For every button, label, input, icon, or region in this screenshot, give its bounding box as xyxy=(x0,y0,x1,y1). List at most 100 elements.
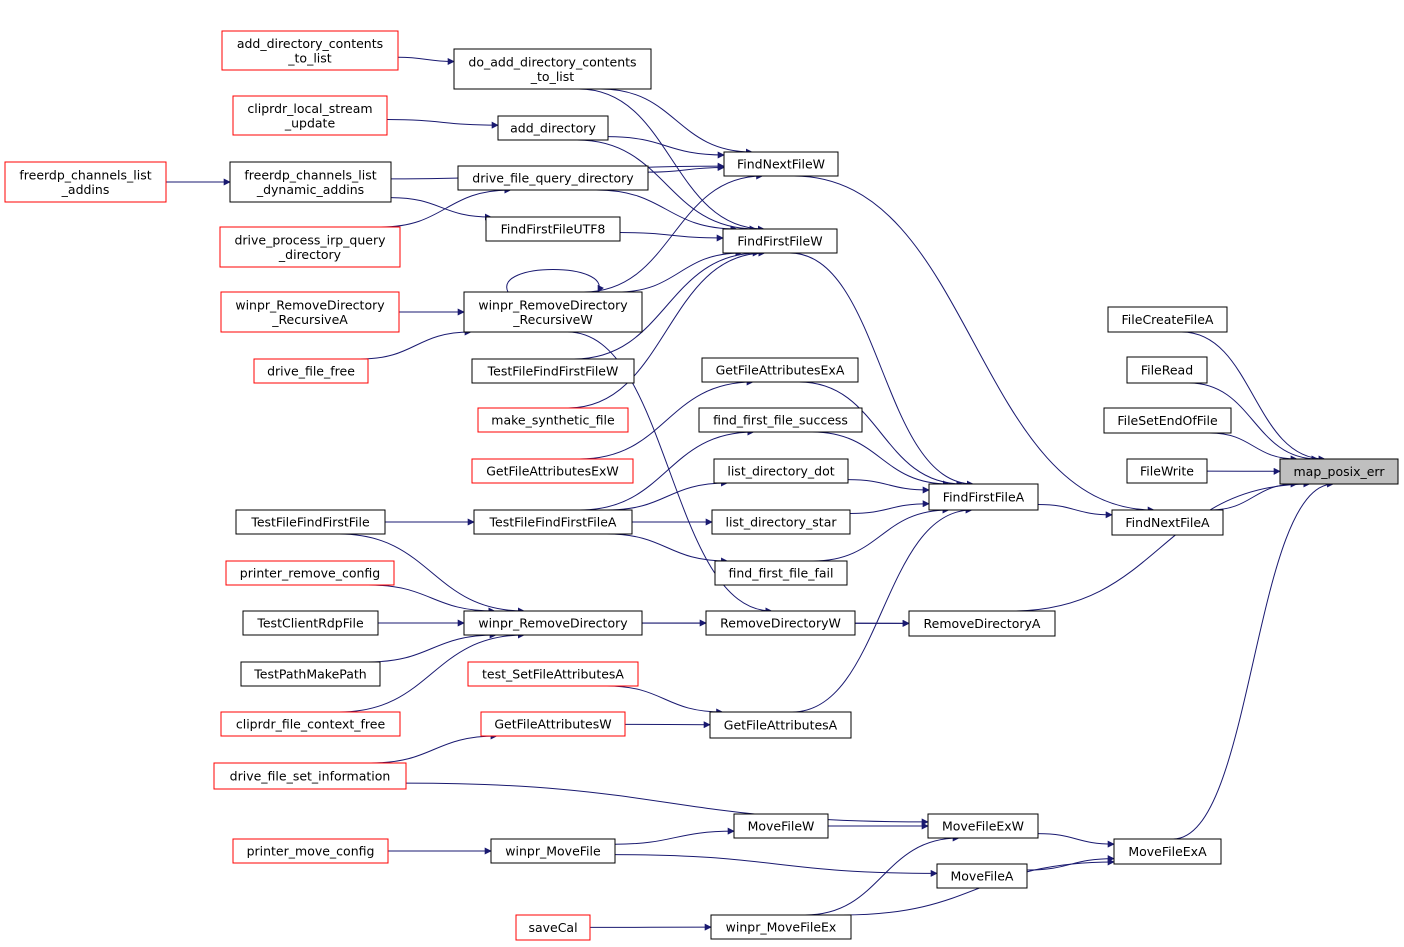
node-move-file-w[interactable]: MoveFileW xyxy=(733,813,829,839)
node-box xyxy=(710,914,852,940)
node-drive-file-query-directory[interactable]: drive_file_query_directory xyxy=(457,165,649,191)
node-box xyxy=(232,95,388,136)
node-freerdp-channels-list-dynamic-addins[interactable]: freerdp_channels_list_dynamic_addins xyxy=(229,161,392,203)
node-printer-move-config[interactable]: printer_move_config xyxy=(232,838,389,864)
node-list-directory-star[interactable]: list_directory_star xyxy=(711,509,851,535)
node-label: drive_file_set_information xyxy=(230,769,391,784)
node-box xyxy=(733,813,829,839)
nodes-layer: add_directory_contents_to_list cliprdr_lo… xyxy=(4,30,1399,941)
node-printer-remove-config[interactable]: printer_remove_config xyxy=(225,560,395,586)
node-label: FileRead xyxy=(1141,363,1193,378)
node-cliprdr-file-context-free[interactable]: cliprdr_file_context_free xyxy=(220,711,401,737)
node-winpr-move-file-ex[interactable]: winpr_MoveFileEx xyxy=(710,914,852,940)
edge-drive-file-set-information-to-get-file-attributes-w xyxy=(370,732,498,764)
edge-add-directory-to-find-next-file-w xyxy=(607,136,725,159)
node-label: _RecursiveW xyxy=(512,312,592,327)
edge-move-file-ex-w-to-move-file-ex-a xyxy=(1037,833,1115,848)
node-box xyxy=(221,30,399,71)
node-add-directory[interactable]: add_directory xyxy=(497,115,609,141)
node-label: _directory xyxy=(278,247,342,262)
node-test-set-file-attributes-a[interactable]: test_SetFileAttributesA xyxy=(467,661,639,687)
node-label: _to_list xyxy=(530,69,575,84)
node-find-first-file-success[interactable]: find_first_file_success xyxy=(698,407,863,433)
node-label: find_first_file_fail xyxy=(729,566,834,581)
node-get-file-attributes-ex-w[interactable]: GetFileAttributesExW xyxy=(471,458,634,484)
node-move-file-ex-a[interactable]: MoveFileExA xyxy=(1113,838,1222,865)
node-map-posix-err[interactable]: map_posix_err xyxy=(1279,458,1399,485)
node-box xyxy=(714,560,848,586)
node-cliprdr-local-stream-update[interactable]: cliprdr_local_stream_update xyxy=(232,95,388,136)
edge-winpr-move-file-to-move-file-w xyxy=(614,827,735,845)
node-box xyxy=(457,165,649,191)
node-file-write[interactable]: FileWrite xyxy=(1126,458,1208,484)
node-freerdp-channels-list-addins[interactable]: freerdp_channels_list_addins xyxy=(4,161,167,203)
node-find-next-file-a[interactable]: FindNextFileA xyxy=(1111,509,1224,536)
node-box xyxy=(705,610,856,636)
edge-test-file-find-first-file-w-to-find-first-file-w xyxy=(573,249,760,360)
node-move-file-a[interactable]: MoveFileA xyxy=(936,863,1028,889)
node-find-next-file-w[interactable]: FindNextFileW xyxy=(723,151,839,177)
node-box xyxy=(485,216,621,242)
node-label: cliprdr_local_stream xyxy=(247,101,372,116)
node-remove-directory-a[interactable]: RemoveDirectoryA xyxy=(908,610,1056,637)
node-label: RemoveDirectoryW xyxy=(720,616,841,631)
edge-file-create-file-a-to-map-posix-err xyxy=(1181,331,1326,463)
node-box xyxy=(1107,306,1228,333)
node-test-path-make-path[interactable]: TestPathMakePath xyxy=(240,661,381,687)
node-find-first-file-fail[interactable]: find_first_file_fail xyxy=(714,560,848,586)
node-winpr-remove-directory-recursive-a[interactable]: winpr_RemoveDirectory_RecursiveA xyxy=(220,291,400,333)
node-label: FindNextFileA xyxy=(1125,515,1210,530)
edge-winpr-remove-directory-recursive-w-to-find-first-file-w xyxy=(616,249,743,293)
edge-find-next-file-w-to-find-next-file-a xyxy=(793,175,1155,514)
node-save-cal[interactable]: saveCal xyxy=(515,914,591,941)
edge-move-file-ex-a-to-map-posix-err xyxy=(1173,480,1335,840)
node-label: RemoveDirectoryA xyxy=(924,616,1041,631)
node-find-first-file-a[interactable]: FindFirstFileA xyxy=(928,483,1039,511)
node-box xyxy=(1126,356,1208,384)
node-label: FindFirstFileA xyxy=(943,490,1025,505)
node-test-file-find-first-file-a[interactable]: TestFileFindFirstFileA xyxy=(473,509,633,535)
node-label: _RecursiveA xyxy=(271,312,348,327)
node-box xyxy=(713,458,849,484)
node-get-file-attributes-w[interactable]: GetFileAttributesW xyxy=(480,711,626,737)
node-label: freerdp_channels_list xyxy=(19,167,151,182)
node-label: add_directory xyxy=(510,121,596,136)
edge-add-directory-to-find-first-file-w xyxy=(577,139,757,233)
node-winpr-remove-directory-recursive-w[interactable]: winpr_RemoveDirectory_RecursiveW xyxy=(463,291,643,333)
node-winpr-remove-directory[interactable]: winpr_RemoveDirectory xyxy=(463,610,643,636)
node-label: test_SetFileAttributesA xyxy=(482,667,624,682)
node-test-file-find-first-file-w[interactable]: TestFileFindFirstFileW xyxy=(471,358,635,384)
node-remove-directory-w[interactable]: RemoveDirectoryW xyxy=(705,610,856,636)
edge-add-directory-contents-to-list-to-do-add-directory-contents-to-list xyxy=(397,56,455,65)
edge-find-first-file-a-to-find-next-file-a xyxy=(1037,504,1113,519)
node-file-create-file-a[interactable]: FileCreateFileA xyxy=(1107,306,1228,333)
node-file-set-end-of-file[interactable]: FileSetEndOfFile xyxy=(1103,407,1232,434)
node-make-synthetic-file[interactable]: make_synthetic_file xyxy=(477,407,629,433)
node-drive-file-set-information[interactable]: drive_file_set_information xyxy=(213,762,407,790)
node-label: winpr_RemoveDirectory xyxy=(478,616,628,631)
node-get-file-attributes-ex-a[interactable]: GetFileAttributesExA xyxy=(701,357,859,383)
node-find-first-file-utf8[interactable]: FindFirstFileUTF8 xyxy=(485,216,621,242)
node-file-read[interactable]: FileRead xyxy=(1126,356,1208,384)
node-drive-process-irp-query-directory[interactable]: drive_process_irp_query_directory xyxy=(219,226,401,268)
node-label: saveCal xyxy=(528,920,577,935)
node-do-add-directory-contents-to-list[interactable]: do_add_directory_contents_to_list xyxy=(453,48,652,90)
node-move-file-ex-w[interactable]: MoveFileExW xyxy=(927,813,1039,839)
node-drive-file-free[interactable]: drive_file_free xyxy=(253,358,369,384)
node-winpr-move-file[interactable]: winpr_MoveFile xyxy=(490,838,616,864)
node-test-file-find-first-file[interactable]: TestFileFindFirstFile xyxy=(235,509,386,535)
node-test-client-rdp-file[interactable]: TestClientRdpFile xyxy=(242,610,379,636)
node-label: printer_move_config xyxy=(247,844,375,859)
node-list-directory-dot[interactable]: list_directory_dot xyxy=(713,458,849,484)
node-label: MoveFileExW xyxy=(942,819,1024,834)
node-box xyxy=(242,610,379,636)
node-label: find_first_file_success xyxy=(713,413,848,428)
edge-test-file-find-first-file-a-to-find-first-file-fail xyxy=(606,533,729,565)
node-label: TestFileFindFirstFileA xyxy=(489,515,617,530)
edge-find-first-file-utf8-to-find-first-file-w xyxy=(619,232,724,242)
edge-test-path-make-path-to-winpr-remove-directory xyxy=(367,631,497,663)
node-get-file-attributes-a[interactable]: GetFileAttributesA xyxy=(709,711,852,739)
node-find-first-file-w[interactable]: FindFirstFileW xyxy=(722,228,838,254)
node-add-directory-contents-to-list[interactable]: add_directory_contents_to_list xyxy=(221,30,399,71)
